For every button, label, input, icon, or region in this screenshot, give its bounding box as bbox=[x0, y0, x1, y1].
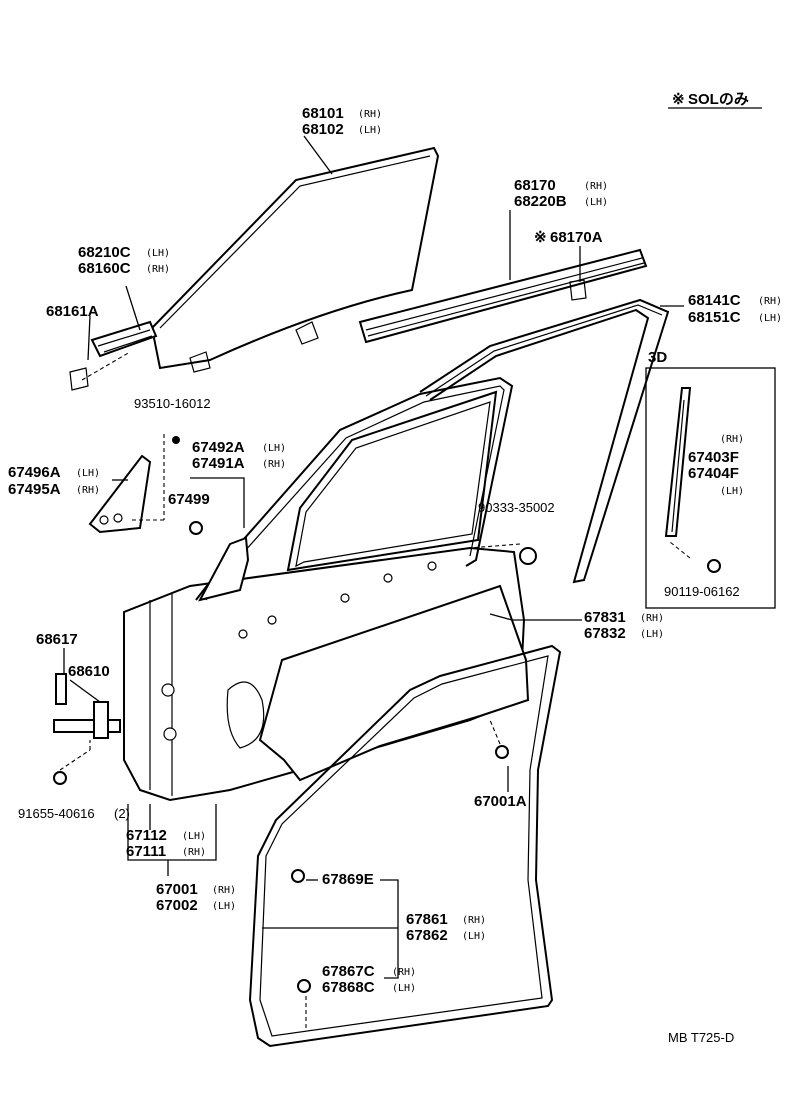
belt-moulding bbox=[358, 248, 648, 344]
sol-note-text: SOLのみ bbox=[688, 91, 749, 108]
label-weatherstrip-rh: 67861 bbox=[406, 911, 448, 928]
label-bolt: 91655-40616 bbox=[18, 806, 95, 821]
side-door-panel-lh: (LH) bbox=[212, 901, 236, 912]
side-garnish-rh: (RH) bbox=[76, 485, 100, 496]
door-hinge bbox=[53, 673, 121, 739]
labels: ※ SOLのみ 68101 (RH) 68102 (LH) 68210C (LH… bbox=[8, 91, 782, 1045]
side-garnish-lh: (LH) bbox=[76, 468, 100, 479]
drawing-code: MB T725-D bbox=[668, 1030, 734, 1045]
side-cover-rh: (RH) bbox=[262, 459, 286, 470]
side-outer-panel-rh: (RH) bbox=[182, 847, 206, 858]
label-run-front-rh: 68160C bbox=[78, 260, 131, 277]
door-glass bbox=[150, 146, 440, 373]
label-clip-a: 67499 bbox=[168, 491, 210, 508]
label-cover-rh: 67491A bbox=[192, 455, 245, 472]
front-run-channel bbox=[69, 320, 158, 391]
label-inset-mould-lh: 67404F bbox=[688, 465, 739, 482]
side-run-front-lh: (LH) bbox=[146, 248, 170, 259]
belt-sol-mark: ※ bbox=[534, 229, 547, 246]
rear-run-channel bbox=[419, 298, 670, 584]
side-door-panel-rh: (RH) bbox=[212, 885, 236, 896]
label-service-hole-rh: 67831 bbox=[584, 609, 626, 626]
label-garnish-rh: 67495A bbox=[8, 481, 61, 498]
label-plug: 90333-35002 bbox=[478, 500, 555, 515]
side-belt-rh: (RH) bbox=[584, 181, 608, 192]
fasteners bbox=[53, 436, 537, 993]
label-service-hole-lh: 67832 bbox=[584, 625, 626, 642]
side-run-rear-rh: (RH) bbox=[758, 296, 782, 307]
label-clip-d-rh: 67867C bbox=[322, 963, 375, 980]
label-belt-sol: 68170A bbox=[550, 229, 603, 246]
label-outer-panel-lh: 67112 bbox=[126, 827, 167, 844]
label-glass-lh: 68102 bbox=[302, 121, 344, 138]
leader-lines bbox=[59, 135, 691, 1030]
side-clip-d-lh: (LH) bbox=[392, 983, 416, 994]
sol-note-mark: ※ bbox=[672, 91, 685, 108]
service-hole-cover bbox=[258, 584, 530, 782]
label-inset-mould-rh: 67403F bbox=[688, 449, 739, 466]
label-belt-rh: 68170 bbox=[514, 177, 556, 194]
label-clip-d-lh: 67868C bbox=[322, 979, 375, 996]
side-weatherstrip-rh: (RH) bbox=[462, 915, 486, 926]
door-weatherstrip bbox=[248, 644, 562, 1048]
side-service-hole-lh: (LH) bbox=[640, 629, 664, 640]
label-run-front-sub: 68161A bbox=[46, 303, 99, 320]
label-run-rear-lh: 68151C bbox=[688, 309, 741, 326]
label-glass-rh: 68101 bbox=[302, 105, 344, 122]
label-screw-a: 93510-16012 bbox=[134, 396, 211, 411]
side-cover-lh: (LH) bbox=[262, 443, 286, 454]
side-clip-d-rh: (RH) bbox=[392, 967, 416, 978]
side-run-rear-lh: (LH) bbox=[758, 313, 782, 324]
label-run-rear-rh: 68141C bbox=[688, 292, 741, 309]
label-door-panel-lh: 67002 bbox=[156, 897, 198, 914]
label-clip-c: 67869E bbox=[322, 871, 374, 888]
side-run-front-rh: (RH) bbox=[146, 264, 170, 275]
label-belt-lh: 68220B bbox=[514, 193, 567, 210]
side-service-hole-rh: (RH) bbox=[640, 613, 664, 624]
side-belt-lh: (LH) bbox=[584, 197, 608, 208]
side-glass-lh: (LH) bbox=[358, 125, 382, 136]
label-pin: 68617 bbox=[36, 631, 78, 648]
label-bolt-qty: (2) bbox=[114, 806, 130, 821]
label-cover-lh: 67492A bbox=[192, 439, 245, 456]
mirror-cover bbox=[198, 536, 250, 602]
label-weatherstrip-lh: 67862 bbox=[406, 927, 448, 944]
side-glass-rh: (RH) bbox=[358, 109, 382, 120]
side-weatherstrip-lh: (LH) bbox=[462, 931, 486, 942]
inset-label: 3D bbox=[648, 349, 667, 366]
side-inset-lh: (LH) bbox=[720, 486, 744, 497]
side-outer-panel-lh: (LH) bbox=[182, 831, 206, 842]
label-garnish-lh: 67496A bbox=[8, 464, 61, 481]
label-clip-b: 67001A bbox=[474, 793, 527, 810]
side-inset-rh: (RH) bbox=[720, 434, 744, 445]
label-hinge: 68610 bbox=[68, 663, 110, 680]
label-run-front-lh: 68210C bbox=[78, 244, 131, 261]
label-outer-panel-rh: 67111 bbox=[126, 843, 166, 860]
inner-garnish bbox=[88, 454, 152, 534]
label-door-panel-rh: 67001 bbox=[156, 881, 198, 898]
label-screw-b: 90119-06162 bbox=[664, 584, 740, 599]
inset-box bbox=[645, 367, 776, 609]
